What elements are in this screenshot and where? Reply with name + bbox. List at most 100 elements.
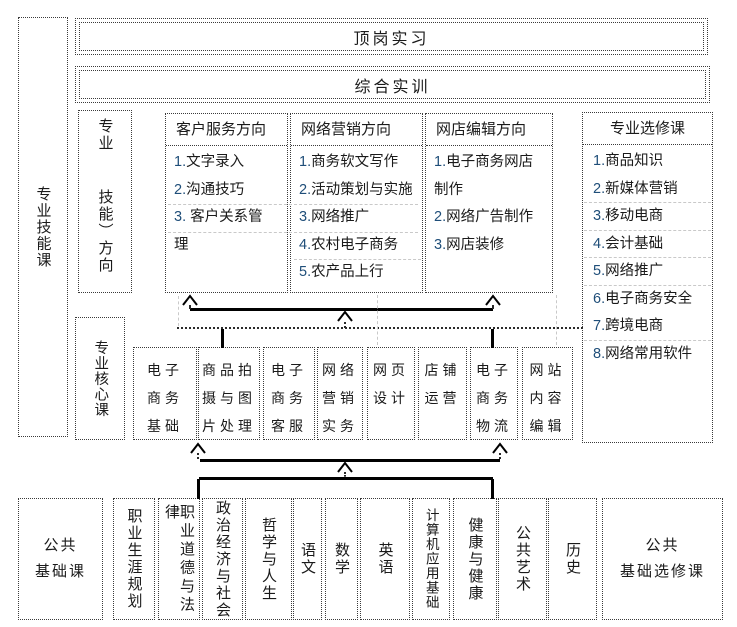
public-elective-label-line1: 公共 [645,537,680,554]
item-text: 跨境电商 [605,318,664,334]
core-course-line: 物流 [476,418,512,434]
core-course-box: 店铺运营 [418,347,467,440]
course-item: 4.会计基础 [593,231,708,259]
course-item: 2.新媒体营销 [593,176,708,204]
ghost-line [168,232,418,233]
item-number: 7. [593,318,606,334]
course-item: 5.农产品上行 [299,259,418,287]
arrow-tail [344,472,346,477]
core-course-line: 摄与图 [202,390,256,406]
direction-group-label-bottom: 技能）方向 [96,189,114,274]
ghost-line [556,295,557,345]
course-item: 5.网络推广 [593,258,708,286]
basic-course-column: 计算机应用基础 [412,498,450,620]
up-arrow [337,310,353,322]
course-item: 3.移动电商 [593,203,708,231]
arrow-tail [344,322,346,328]
basic-course-label: 计算机应用基础 [423,508,439,610]
comprehensive-training-bar: 综合实训 [75,66,710,103]
core-course-box: 电子商务物流 [470,347,518,440]
arrow-tail [492,305,494,309]
ghost-line [294,259,421,260]
core-course-line: 电子 [476,362,512,378]
core-course-line: 网络 [322,362,358,378]
public-elective-box: 公共 基础选修课 [602,498,723,620]
public-basic-label-line1: 公共 [43,537,78,554]
public-basic-box: 公共 基础课 [18,498,103,620]
direction-title: 网络营销方向 [291,114,422,146]
basic-course-label: 公共艺术 [514,525,531,593]
public-basic-label-line2: 基础课 [34,563,86,580]
item-number: 4. [299,236,312,253]
course-item: 6.电子商务安全 [593,286,708,314]
public-elective-label-line2: 基础选修课 [619,563,705,580]
item-number: 1. [593,153,606,169]
ghost-line [584,202,711,203]
basic-course-column: 数学 [325,498,358,620]
core-course-line: 商品拍 [202,362,256,378]
skill-courses-label: 专业技能课 [34,185,52,269]
course-item: 1.商务软文写作 [299,149,418,177]
core-course-box: 商品拍摄与图片处理 [198,347,260,440]
course-item: 1.商品知识 [593,148,708,176]
basic-course-label: 数学 [333,542,350,576]
item-number: 2. [174,181,187,198]
core-course-box: 网站内容编辑 [522,347,573,440]
up-arrow [182,294,198,306]
comprehensive-training-bar-inner: 综合实训 [79,70,706,99]
core-course-line: 片处理 [202,418,256,434]
item-number: 2. [299,181,312,198]
item-number: 1. [299,154,312,170]
basic-course-label: 职业道德与法律 [163,504,195,615]
item-text: 文字录入 [186,154,245,170]
basic-course-column: 职业生涯规划 [113,498,155,620]
basic-course-label: 哲学与人生 [260,516,277,602]
basic-course-column: 职业道德与法律 [158,498,200,620]
up-arrow [492,442,508,454]
item-number: 3. [434,236,447,253]
core-course-box: 电子商务客服 [263,347,315,440]
core-course-line: 电子 [271,362,307,378]
basic-course-column: 哲学与人生 [245,498,292,620]
ghost-line [584,285,711,286]
item-number: 6. [593,290,606,307]
electives-title: 专业选修课 [583,113,712,145]
core-course-line: 编辑 [529,418,566,434]
basic-course-label: 健康与健康 [466,516,484,602]
item-text: 商品知识 [605,153,664,169]
up-arrow [485,294,501,306]
comprehensive-training-label: 综合实训 [354,78,431,96]
basic-course-label: 英语 [376,542,394,576]
arrow-tail [189,305,191,309]
ghost-line [168,204,418,205]
course-item: 2.网络广告制作 [434,204,540,232]
item-text: 农村电子商务 [311,236,399,253]
item-number: 2. [593,180,606,197]
skill-courses-rail: 专业技能课 [18,17,68,437]
core-course-box: 电子商务基础 [133,347,197,440]
item-number: 4. [593,235,606,252]
item-text: 网店装修 [446,236,505,253]
course-item: 3. 客户关系管理 [174,204,273,259]
basic-course-column: 政治经济与社会 [202,498,243,620]
item-number: 5. [299,264,312,280]
internship-bar-inner: 顶岗实习 [79,22,704,51]
item-text: 商务软文写作 [311,154,399,170]
item-number: 3. [593,208,606,224]
item-text: 会计基础 [605,235,664,252]
direction-group-label-box: 专业 技能）方向 [78,110,132,293]
basic-course-column: 健康与健康 [453,498,497,620]
connector-stub [221,329,224,348]
connector-stub [197,479,200,499]
course-item: 1.文字录入 [174,149,273,177]
basic-course-label: 语文 [299,542,316,576]
course-item: 8.网络常用软件 [593,341,708,369]
basic-course-label: 政治经济与社会 [214,499,231,619]
core-course-line: 网站 [529,362,566,378]
course-item: 7.跨境电商 [593,313,708,341]
